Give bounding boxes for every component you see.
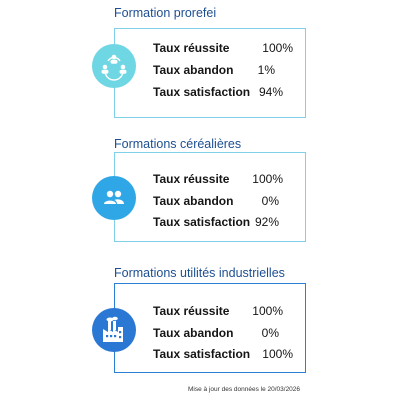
stats-card-utilites: Taux réussite 100% Taux abandon 0% Taux …	[114, 283, 306, 373]
stat-value: 0%	[261, 326, 279, 340]
stat-value: 92%	[254, 215, 279, 229]
stat-value: 100%	[252, 172, 283, 186]
stat-label: Taux réussite	[153, 304, 230, 318]
stat-label: Taux satisfaction	[153, 347, 251, 361]
group-network-icon	[92, 44, 136, 88]
stats-card-cerealieres: Taux réussite 100% Taux abandon 0% Taux …	[114, 152, 306, 242]
stat-label: Taux satisfaction	[153, 85, 251, 99]
section-title-cerealieres: Formations céréalières	[114, 137, 242, 151]
section-title-utilites: Formations utilités industrielles	[114, 266, 285, 280]
stat-label: Taux abandon	[153, 326, 234, 340]
section-title-prorefei: Formation prorefei	[114, 6, 217, 20]
stat-label: Taux abandon	[153, 63, 234, 77]
people-icon	[92, 176, 136, 220]
stats-card-prorefei: Taux réussite 100% Taux abandon 1% Taux …	[114, 28, 306, 118]
stat-value: 94%	[258, 85, 283, 99]
stat-label: Taux réussite	[153, 172, 230, 186]
stat-label: Taux satisfaction	[153, 215, 251, 229]
update-footer: Mise à jour des données le 20/03/2026	[188, 386, 301, 393]
stat-value: 1%	[257, 63, 275, 77]
stat-value: 100%	[262, 41, 293, 55]
stat-value: 100%	[252, 304, 283, 318]
stat-label: Taux réussite	[153, 41, 230, 55]
factory-icon	[92, 308, 136, 352]
stat-label: Taux abandon	[153, 194, 234, 208]
stat-value: 100%	[262, 347, 293, 361]
stat-value: 0%	[261, 194, 279, 208]
